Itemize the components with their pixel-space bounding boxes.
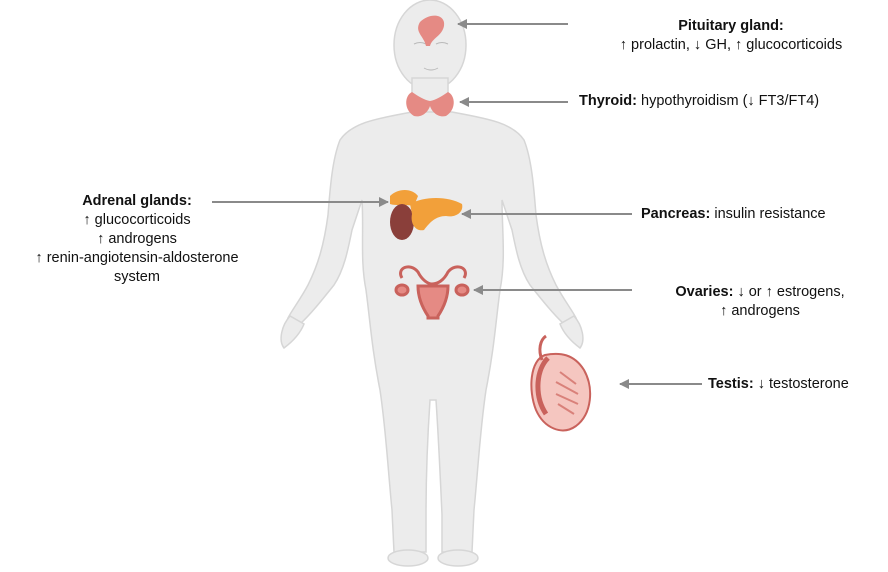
left-foot xyxy=(388,550,428,566)
adrenal-line2: ↑ androgens xyxy=(97,231,177,247)
torso-and-limbs xyxy=(288,112,576,552)
ovaries-title: Ovaries: xyxy=(675,284,733,300)
pituitary-text: ↑ prolactin, ↓ GH, ↑ glucocorticoids xyxy=(620,37,842,53)
testis-text: ↓ testosterone xyxy=(758,376,849,392)
pituitary-title: Pituitary gland: xyxy=(678,18,784,34)
pancreas-label: Pancreas: insulin resistance xyxy=(641,205,826,224)
ovaries-line2: ↑ androgens xyxy=(720,303,800,319)
pancreas-title: Pancreas: xyxy=(641,206,710,222)
right-foot xyxy=(438,550,478,566)
testis-illustration xyxy=(531,336,590,430)
thyroid-text: hypothyroidism (↓ FT3/FT4) xyxy=(641,93,819,109)
adrenal-title: Adrenal glands: xyxy=(82,193,192,209)
pituitary-label: Pituitary gland: ↑ prolactin, ↓ GH, ↑ gl… xyxy=(581,17,881,55)
testis-title: Testis: xyxy=(708,376,754,392)
kidney xyxy=(390,204,414,240)
ovaries-label: Ovaries: ↓ or ↑ estrogens, ↑ androgens xyxy=(640,283,880,321)
adrenal-line4: system xyxy=(114,269,160,285)
adrenal-label: Adrenal glands: ↑ glucocorticoids ↑ andr… xyxy=(0,192,274,287)
thyroid-label: Thyroid: hypothyroidism (↓ FT3/FT4) xyxy=(579,92,819,111)
ovaries-text: ↓ or ↑ estrogens, xyxy=(737,284,844,300)
thyroid-title: Thyroid: xyxy=(579,93,637,109)
pancreas-text: insulin resistance xyxy=(714,206,825,222)
testis-label: Testis: ↓ testosterone xyxy=(708,375,849,394)
adrenal-line3: ↑ renin-angiotensin-aldosterone xyxy=(35,250,238,266)
adrenal-line1: ↑ glucocorticoids xyxy=(83,212,190,228)
